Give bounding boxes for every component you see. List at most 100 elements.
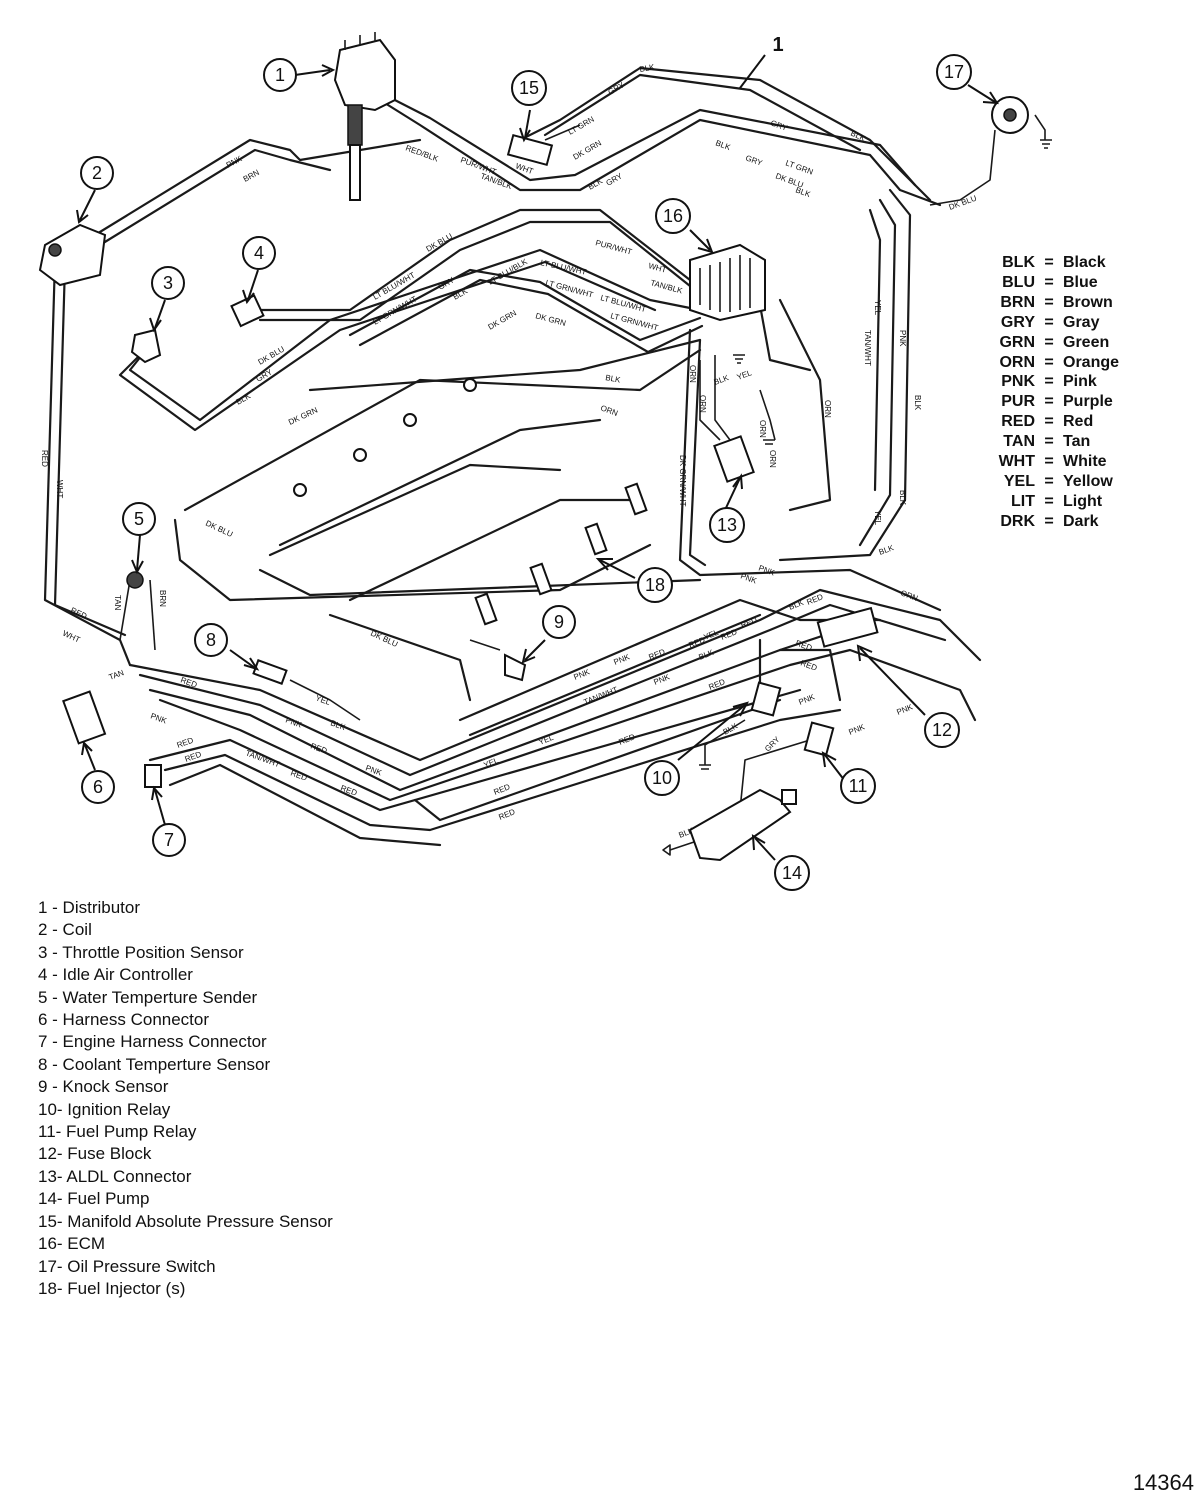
part-item: 1 - Distributor bbox=[38, 898, 141, 917]
wire-label-yel-aldl: YEL bbox=[736, 368, 754, 382]
legend-name: Red bbox=[1063, 413, 1094, 431]
callout-12: 12 bbox=[924, 712, 960, 748]
wire-label-tan-blk-2: TAN/BLK bbox=[649, 278, 684, 295]
wire-label-dk-grn-top: DK GRN bbox=[572, 138, 604, 161]
wire-label-red-relay: RED bbox=[739, 615, 758, 630]
wire-label-dk-blu-tps: DK BLU bbox=[257, 344, 287, 366]
part-item: 16- ECM bbox=[38, 1234, 106, 1254]
engine-harness-connector bbox=[144, 764, 162, 788]
harness-label: 1 bbox=[772, 34, 783, 56]
wire-label-orn-aldl: ORN bbox=[758, 420, 767, 438]
wire-harness bbox=[43, 66, 1046, 851]
part-item: 9 - Knock Sensor bbox=[38, 1077, 169, 1097]
legend-row: PUR=Purple bbox=[985, 392, 1130, 412]
legend-name: Dark bbox=[1063, 512, 1099, 530]
callout-15: 15 bbox=[511, 70, 547, 106]
wire-label-tan-wht-right: TAN/WHT bbox=[863, 330, 872, 366]
svg-text:3: 3 bbox=[163, 273, 173, 293]
wire-label-blk-ecm: BLK bbox=[794, 185, 812, 199]
legend-row: TAN=Tan bbox=[985, 432, 1130, 452]
aldl-connector bbox=[713, 435, 755, 483]
part-item: 18- Fuel Injector (s) bbox=[38, 1278, 186, 1298]
svg-text:17: 17 bbox=[944, 62, 964, 82]
fuel-pump-relay bbox=[803, 721, 835, 757]
wire-label-dk-blu-oil: DK BLU bbox=[948, 193, 978, 211]
wire-label-red-fuse: RED bbox=[805, 592, 824, 607]
legend-equals: = bbox=[1044, 492, 1054, 510]
fuse-block bbox=[816, 606, 879, 648]
legend-name: Light bbox=[1063, 492, 1103, 510]
legend-abbr: GRN bbox=[999, 333, 1035, 351]
legend-name: Green bbox=[1063, 333, 1110, 351]
legend-row: ORN = Orange bbox=[985, 353, 1130, 373]
part-item: 8 - Coolant Temperture Sensor bbox=[38, 1054, 271, 1074]
wire-label-tan-sender: TAN bbox=[113, 595, 122, 611]
wire-label-blu: BLK bbox=[605, 373, 622, 385]
legend-equals: = bbox=[1044, 433, 1054, 451]
legend-name: White bbox=[1063, 453, 1107, 471]
legend-name: Black bbox=[1063, 254, 1106, 271]
wire-label-dk-grn-mid: DK GRN bbox=[487, 308, 519, 331]
legend-abbr: GRY bbox=[1000, 313, 1035, 331]
wire-label-tan-conn: TAN bbox=[108, 668, 126, 682]
legend-equals: = bbox=[1044, 472, 1054, 490]
legend-abbr: BLU bbox=[1002, 273, 1035, 291]
callout-8: 8 bbox=[194, 623, 228, 657]
distributor bbox=[333, 32, 396, 201]
callout-18: 18 bbox=[637, 567, 673, 603]
wire-label-pnk-conn: PNK bbox=[149, 711, 168, 725]
wire-label-lt-grn: LT GRN bbox=[784, 158, 814, 176]
wire-label-red-7a: RED bbox=[176, 736, 195, 750]
part-item: 10- Ignition Relay bbox=[38, 1099, 171, 1119]
callout-arrows bbox=[76, 54, 999, 861]
idle-air-controller bbox=[230, 294, 265, 328]
wire-label-orn-v2: ORN bbox=[698, 395, 707, 413]
wire-label-tan-wht-mid: TAN/WHT bbox=[582, 685, 619, 707]
legend-equals: = bbox=[1044, 453, 1054, 471]
part-item: 11- Fuel Pump Relay bbox=[38, 1122, 197, 1142]
part-item: 2 - Coil bbox=[38, 920, 92, 940]
wire-label-orn-right: ORN bbox=[823, 400, 832, 418]
legend-abbr: BLK bbox=[1002, 254, 1035, 271]
map-sensor bbox=[506, 133, 554, 167]
legend-name: Orange bbox=[1063, 353, 1120, 371]
svg-text:13: 13 bbox=[717, 515, 737, 535]
legend-name: Purple bbox=[1063, 393, 1113, 411]
legend-equals: = bbox=[1044, 333, 1054, 351]
wire-label-red-mid-3: RED bbox=[617, 732, 636, 747]
wire-label-red-relay-2: RED bbox=[719, 627, 738, 642]
coolant-temperature-sensor bbox=[252, 659, 288, 685]
svg-text:9: 9 bbox=[554, 612, 564, 632]
wire-label-pur-wht-2: PUR/WHT bbox=[594, 238, 632, 256]
fuel-injectors bbox=[293, 378, 648, 626]
legend-abbr: ORN bbox=[999, 353, 1035, 371]
wire-label-pnk-pump-2: PNK bbox=[895, 702, 914, 717]
wire-label-blk-frame: BLK bbox=[913, 395, 922, 411]
legend-equals: = bbox=[1044, 413, 1054, 431]
legend-equals: = bbox=[1044, 353, 1054, 371]
svg-text:12: 12 bbox=[932, 720, 952, 740]
part-item: 6 - Harness Connector bbox=[38, 1010, 210, 1030]
wire-label-lt-grn-wht-2: LT GRN/WHT bbox=[609, 311, 659, 332]
wire-label-brn: BRN bbox=[242, 168, 261, 184]
svg-text:5: 5 bbox=[134, 509, 144, 529]
legend-name: Brown bbox=[1063, 293, 1113, 311]
legend-name: Blue bbox=[1063, 273, 1098, 291]
wire-label-blk-top: BLK bbox=[639, 62, 656, 74]
legend-name: Pink bbox=[1063, 373, 1097, 391]
wire-label-wht: WHT bbox=[514, 161, 534, 176]
wire-label-red-mid-5: RED bbox=[497, 807, 516, 822]
legend-row: GRN = Green bbox=[985, 333, 1130, 353]
svg-text:14: 14 bbox=[782, 863, 802, 883]
svg-text:2: 2 bbox=[92, 163, 102, 183]
callout-10: 10 bbox=[644, 760, 680, 796]
legend-abbr: PNK bbox=[1001, 373, 1035, 391]
callout-6: 6 bbox=[81, 770, 115, 804]
legend-row: WHT = White bbox=[985, 452, 1130, 472]
legend-equals: = bbox=[1044, 293, 1054, 311]
callout-1: 1 bbox=[263, 58, 297, 92]
callout-9: 9 bbox=[542, 605, 576, 639]
legend-abbr: WHT bbox=[998, 453, 1035, 471]
part-item: 12- Fuse Block bbox=[38, 1144, 152, 1164]
legend-row: DRK=Dark bbox=[985, 512, 1130, 532]
